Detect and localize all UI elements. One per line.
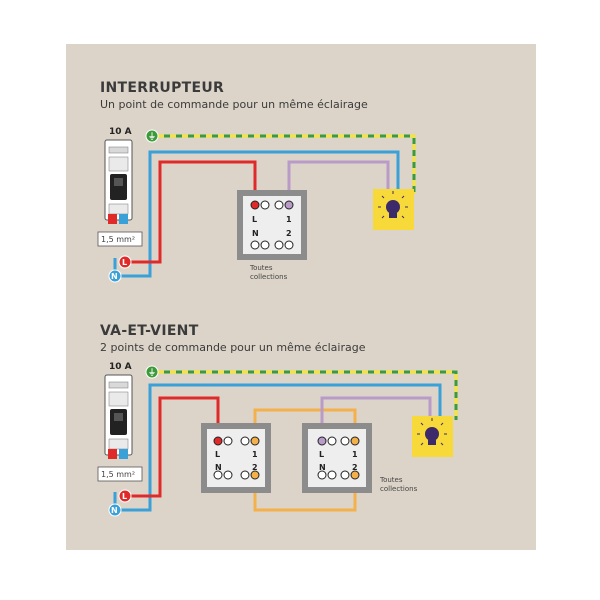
svg-text:2: 2	[352, 463, 358, 472]
switch: L N 1 2	[237, 190, 307, 260]
cable-section: 1,5 mm²	[101, 470, 135, 479]
svg-text:L: L	[215, 450, 220, 459]
svg-text:N: N	[252, 229, 259, 238]
live-marker: L	[118, 489, 132, 503]
cable-section-label: 1,5 mm²	[97, 231, 143, 247]
lightbulb-icon	[412, 416, 453, 457]
cable-section: 1,5 mm²	[101, 235, 135, 244]
earth-wire	[152, 134, 416, 194]
earth-icon: ⏚	[148, 368, 156, 377]
svg-text:L: L	[252, 215, 257, 224]
svg-text:1: 1	[252, 450, 258, 459]
lamp-return-wire	[320, 396, 432, 441]
note-line2: collections	[380, 485, 418, 493]
live-wire	[125, 160, 257, 264]
note-line2: collections	[250, 273, 288, 281]
svg-text:L: L	[122, 492, 127, 501]
svg-text:N: N	[215, 463, 222, 472]
earth-icon: ⏚	[148, 132, 156, 141]
section-interrupteur: INTERRUPTEUR Un point de commande pour u…	[97, 80, 416, 283]
lamp-return-wire	[287, 160, 390, 205]
svg-text:L: L	[319, 450, 324, 459]
section-title: VA-ET-VIENT	[100, 323, 199, 339]
circuit-breaker: 10 A	[104, 362, 133, 459]
section-subtitle: 2 points de commande pour un même éclair…	[100, 341, 366, 354]
svg-text:2: 2	[252, 463, 258, 472]
neutral-wire	[115, 150, 400, 278]
svg-text:1: 1	[352, 450, 358, 459]
breaker-rating: 10 A	[109, 362, 132, 372]
section-title: INTERRUPTEUR	[100, 80, 224, 96]
neutral-marker: N	[108, 269, 122, 283]
cable-section-label: 1,5 mm²	[97, 466, 143, 482]
earth-marker: ⏚	[145, 129, 159, 143]
diagram-background	[66, 44, 536, 550]
switch-2: L N 1 2	[302, 423, 372, 493]
svg-text:N: N	[319, 463, 326, 472]
note-line1: Toutes	[379, 476, 403, 484]
circuit-breaker: 10 A	[104, 127, 133, 224]
neutral-marker: N	[108, 503, 122, 517]
earth-wire	[152, 370, 458, 420]
section-subtitle: Un point de commande pour un même éclair…	[100, 98, 368, 111]
svg-text:L: L	[122, 258, 127, 267]
neutral-wire	[115, 383, 442, 512]
breaker-rating: 10 A	[109, 127, 132, 137]
note-line1: Toutes	[249, 264, 273, 272]
svg-text:1: 1	[286, 215, 292, 224]
svg-text:N: N	[111, 506, 118, 515]
svg-text:2: 2	[286, 229, 292, 238]
live-wire	[125, 396, 220, 498]
live-marker: L	[118, 255, 132, 269]
switch-1: L N 1 2	[201, 423, 271, 493]
svg-text:N: N	[111, 272, 118, 281]
earth-marker: ⏚	[145, 365, 159, 379]
lightbulb-icon	[373, 189, 414, 230]
section-va-et-vient: VA-ET-VIENT 2 points de commande pour un…	[97, 323, 458, 517]
